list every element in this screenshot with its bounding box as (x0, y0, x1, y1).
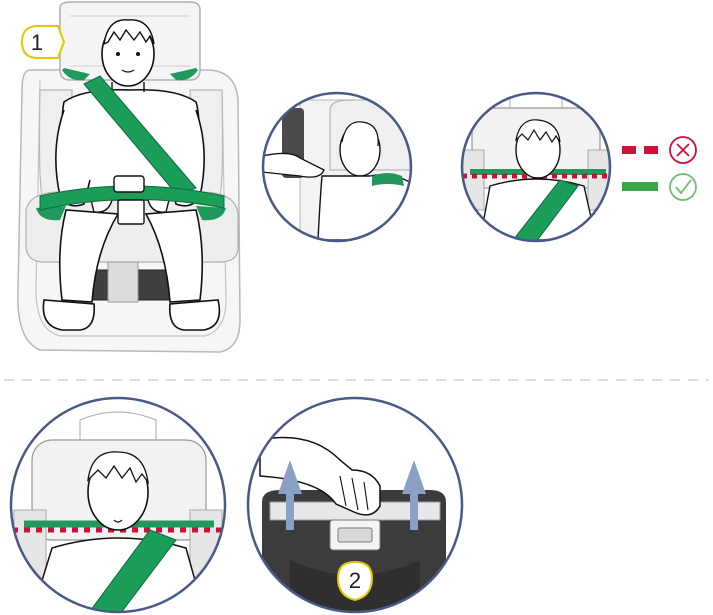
shoe-right (170, 300, 220, 330)
detail-circle-belt-position (11, 398, 225, 615)
legend-correct (622, 174, 696, 200)
step-1-label: 1 (31, 30, 43, 55)
belt-buckle (114, 176, 144, 192)
step-2-badge: 2 (338, 562, 372, 600)
check-circle-icon (670, 174, 696, 200)
detail-circle-pull-release: 2 (248, 398, 462, 612)
cross-circle-icon (670, 137, 696, 163)
step-1-badge: 1 (22, 26, 64, 58)
legend-wrong (622, 137, 696, 163)
detail-circle-belt-height-check (462, 92, 612, 250)
detail-circle-adjust-headrest (262, 93, 411, 241)
main-seat-illustration: 1 (18, 2, 240, 352)
shoe-left (43, 300, 94, 330)
step-2-label: 2 (349, 568, 361, 593)
